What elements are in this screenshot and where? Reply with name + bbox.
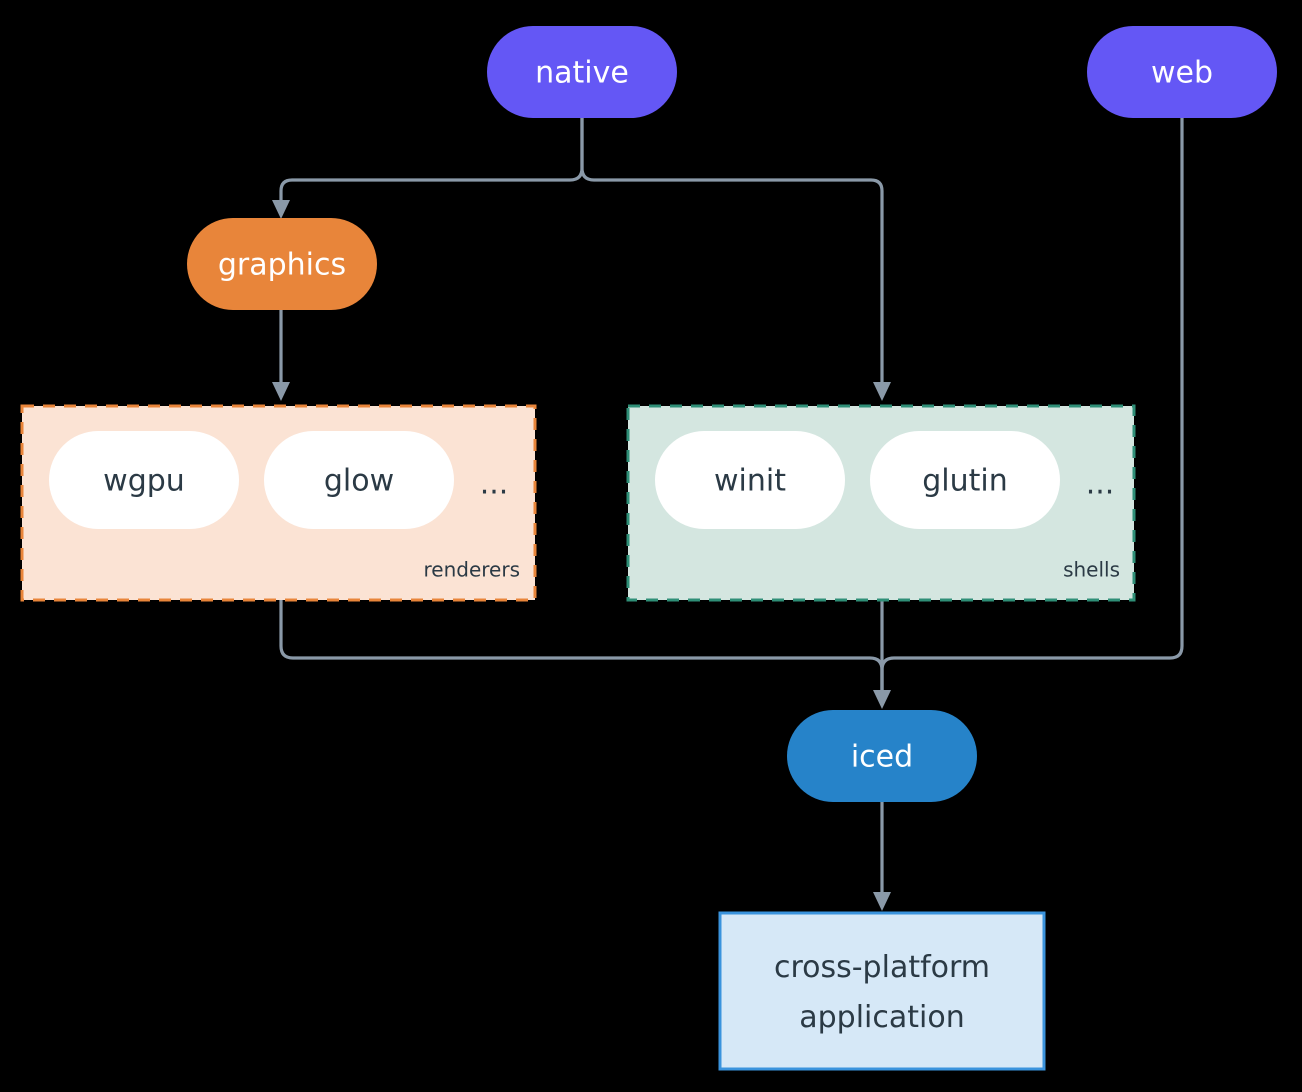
node-native[interactable]: native bbox=[487, 26, 677, 118]
node-web-label: web bbox=[1151, 56, 1213, 91]
chip-winit-label: winit bbox=[714, 464, 786, 499]
node-web-shape bbox=[1087, 26, 1277, 118]
arrowhead-iced-to-application bbox=[873, 892, 891, 911]
group-renderers-caption: renderers bbox=[424, 558, 521, 582]
node-graphics-shape bbox=[187, 218, 377, 310]
group-renderers[interactable]: wgpu glow ... renderers bbox=[20, 404, 537, 602]
node-iced-shape bbox=[787, 710, 977, 802]
chip-glutin-label: glutin bbox=[922, 464, 1008, 499]
edge-renderers-to-iced bbox=[279, 598, 884, 698]
group-shells[interactable]: winit glutin ... shells bbox=[626, 404, 1136, 602]
node-iced-label: iced bbox=[851, 740, 913, 775]
arrowhead-native-to-graphics bbox=[272, 200, 290, 219]
chip-winit[interactable]: winit bbox=[655, 431, 845, 529]
arrowhead-native-to-shells bbox=[873, 382, 891, 401]
chip-wgpu-label: wgpu bbox=[103, 464, 185, 499]
chip-wgpu-shape bbox=[49, 431, 239, 529]
node-application-label-line1: cross-platform bbox=[774, 950, 990, 985]
chip-glow-label: glow bbox=[324, 464, 394, 499]
edge-layer bbox=[272, 116, 1184, 911]
arrowhead-graphics-to-renderers bbox=[272, 382, 290, 401]
arrowhead-to-iced bbox=[873, 690, 891, 709]
edge-native-to-graphics bbox=[279, 116, 584, 208]
chip-wgpu[interactable]: wgpu bbox=[49, 431, 239, 529]
chip-glow[interactable]: glow bbox=[264, 431, 454, 529]
group-shells-caption: shells bbox=[1063, 558, 1120, 582]
node-application[interactable]: cross-platform application bbox=[718, 911, 1046, 1071]
node-graphics-label: graphics bbox=[218, 248, 346, 283]
node-application-label-line2: application bbox=[799, 1000, 964, 1035]
edge-web-to-iced bbox=[880, 116, 1184, 698]
chip-glow-shape bbox=[264, 431, 454, 529]
node-native-shape bbox=[487, 26, 677, 118]
shells-ellipsis-icon: ... bbox=[1086, 467, 1115, 502]
chip-glutin-shape bbox=[870, 431, 1060, 529]
node-native-label: native bbox=[535, 56, 629, 91]
chip-winit-shape bbox=[655, 431, 845, 529]
node-graphics[interactable]: graphics bbox=[187, 218, 377, 310]
node-web[interactable]: web bbox=[1087, 26, 1277, 118]
edge-native-to-shells bbox=[580, 116, 884, 390]
node-iced[interactable]: iced bbox=[787, 710, 977, 802]
renderers-ellipsis-icon: ... bbox=[480, 467, 509, 502]
chip-glutin[interactable]: glutin bbox=[870, 431, 1060, 529]
node-application-shape bbox=[718, 911, 1046, 1071]
